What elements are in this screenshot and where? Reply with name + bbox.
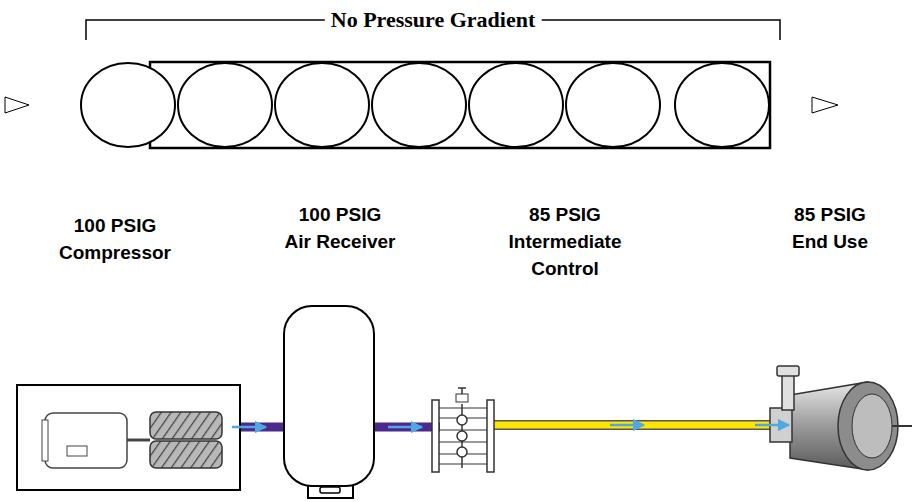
pressure-label: 85 PSIG xyxy=(529,201,601,228)
air-parcels xyxy=(81,63,769,147)
diagram-title: No Pressure Gradient xyxy=(325,8,542,32)
pipe xyxy=(492,422,775,429)
flow-arrow xyxy=(232,425,789,427)
component-label: Air Receiver xyxy=(285,228,396,255)
pipe xyxy=(492,420,775,430)
pressure-regulator xyxy=(432,388,494,472)
flow-arrowhead xyxy=(812,97,838,113)
air-receiver xyxy=(284,306,374,498)
compressor xyxy=(17,385,240,490)
flow-arrowhead xyxy=(5,97,29,113)
pressure-label: 100 PSIG xyxy=(299,201,381,228)
component-label: Intermediate Control xyxy=(509,228,622,282)
pressure-label: 85 PSIG xyxy=(794,201,866,228)
component-label: End Use xyxy=(792,228,868,255)
air-tool xyxy=(770,366,912,470)
pressure-label: 100 PSIG xyxy=(74,212,156,239)
pipe-tube xyxy=(150,62,770,148)
pipe xyxy=(373,423,440,432)
component-label: Compressor xyxy=(59,239,171,266)
